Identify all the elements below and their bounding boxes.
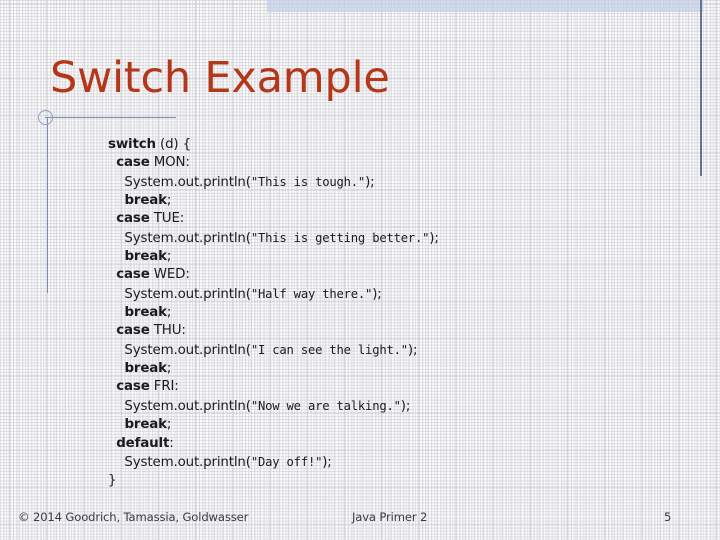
footer-page-number: 5 [664,510,672,524]
code-line: case MON: [108,154,488,172]
code-token-keyword: case [116,323,150,339]
code-line: case WED: [108,266,488,284]
code-line: break; [108,360,488,378]
code-token-plain: ); [372,286,382,302]
code-token-plain: (d) { [155,137,191,152]
code-token-string: "Now we are talking." [250,398,401,413]
code-token-plain: ); [400,398,411,414]
code-token-string: "This is getting better." [250,230,430,245]
footer-book-title: Java Primer 2 [352,510,428,524]
code-token-plain [108,323,116,338]
circle-decoration-icon [38,110,53,125]
code-token-plain: THU: [149,323,186,339]
code-token-plain: ; [166,305,172,321]
code-token-plain: ; [166,361,172,377]
code-token-plain: ; [166,417,172,433]
code-line: break; [108,416,488,434]
code-line: System.out.println("Now we are talking."… [108,397,488,416]
code-token-plain: System.out.println( [108,286,251,302]
code-token-plain [108,361,124,376]
code-token-plain: : [169,435,174,451]
right-vertical-rule [700,0,702,176]
top-accent-band [267,0,703,12]
footer-copyright: © 2014 Goodrich, Tamassia, Goldwasser [18,510,249,524]
code-line: System.out.println("This is tough."); [108,173,488,192]
code-line: switch (d) { [108,136,488,154]
code-token-plain: TUE: [149,211,185,227]
code-token-plain [108,305,124,320]
code-token-plain [108,436,116,451]
code-line: break; [108,304,488,322]
code-token-plain: ; [166,249,172,265]
code-token-plain: System.out.println( [108,454,251,470]
code-token-plain: ); [429,230,439,246]
code-token-keyword: break [124,361,167,377]
code-token-keyword: switch [108,137,156,152]
code-line: case TUE: [108,210,488,228]
code-token-string: "This is tough." [250,174,366,189]
code-line: break; [108,248,488,266]
code-token-keyword: case [116,267,150,283]
code-token-plain: FRI: [149,379,179,395]
code-token-keyword: case [116,379,150,395]
code-token-keyword: break [124,249,167,265]
code-token-keyword: break [124,193,167,209]
code-line: System.out.println("Day off!"); [108,453,488,472]
code-token-plain: ); [407,342,418,358]
code-token-plain [108,211,116,226]
code-token-plain [108,417,124,432]
code-token-string: "I can see the light." [250,342,408,357]
code-line: } [108,472,488,490]
slide-footer: © 2014 Goodrich, Tamassia, Goldwasser Ja… [0,505,720,531]
code-token-plain: ); [365,174,375,190]
page-title: Switch Example [50,53,390,103]
code-line: break; [108,192,488,210]
code-token-plain [108,249,124,264]
code-line: System.out.println("Half way there."); [108,285,488,304]
title-rule-vertical [47,117,49,293]
code-token-plain: System.out.println( [108,398,251,414]
code-token-plain: } [108,473,117,489]
code-token-keyword: default [116,435,170,451]
code-token-keyword: break [124,417,167,433]
code-token-plain [108,267,116,282]
code-token-plain [108,193,124,208]
code-line: case THU: [108,322,488,340]
code-token-keyword: case [116,211,150,227]
code-line: System.out.println("I can see the light.… [108,341,488,360]
code-token-plain: System.out.println( [108,230,251,246]
code-token-string: "Half way there." [250,286,373,301]
code-token-keyword: break [124,305,167,321]
code-line: System.out.println("This is getting bett… [108,229,488,248]
code-token-plain: System.out.println( [108,174,251,190]
code-line: case FRI: [108,378,488,396]
code-token-plain: MON: [149,155,190,171]
title-underline-horizontal [45,117,176,119]
code-token-plain: ); [322,454,332,470]
code-token-plain [108,379,116,394]
code-token-plain: ; [166,193,172,209]
code-token-plain: WED: [149,267,190,283]
code-token-plain [108,155,116,170]
code-block: switch (d) { case MON: System.out.printl… [108,136,488,491]
code-token-string: "Day off!" [250,454,323,469]
code-token-keyword: case [116,155,150,171]
code-line: default: [108,435,488,453]
code-token-plain: System.out.println( [108,342,251,358]
